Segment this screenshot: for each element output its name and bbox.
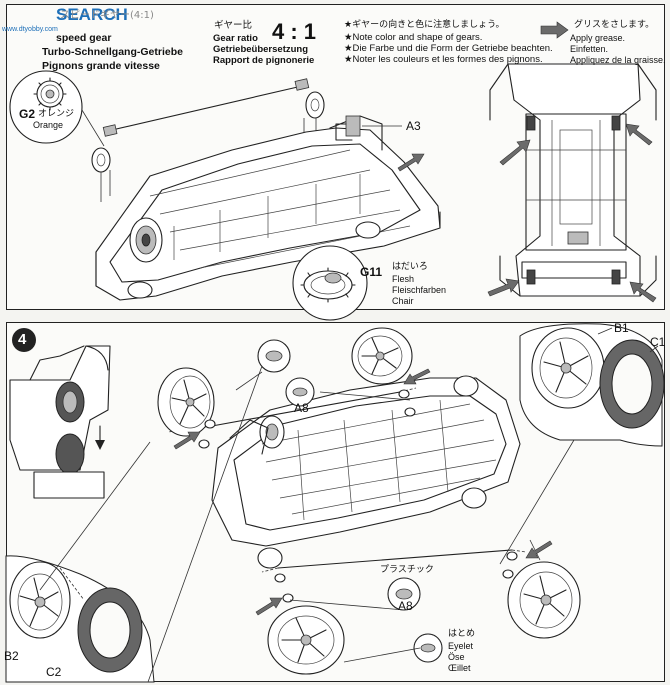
chassis-top-view <box>489 63 657 297</box>
note-de: ★Die Farbe und die Form der Getriebe bea… <box>344 43 553 54</box>
tire-c1-icon <box>599 339 665 429</box>
eyelet-fr: Œillet <box>448 663 471 673</box>
a8-top-label: A8 <box>294 401 309 415</box>
note-jp: ★ギヤーの向きと色に注意しましょう。 <box>344 20 505 30</box>
grease-arrow-icon <box>397 153 425 172</box>
gear-ratio-en: Gear ratio <box>213 33 258 44</box>
grease-arrow-icon <box>255 597 283 616</box>
hand-inset <box>9 345 111 499</box>
b1-label: B1 <box>614 321 629 335</box>
plastic-label: プラスチック <box>380 565 434 575</box>
eyelet-jp: はとめ <box>448 629 476 639</box>
eyelet-de: Öse <box>448 652 465 662</box>
gear-ratio-de: Getriebeübersetzung <box>213 44 309 55</box>
wheel-top-left-icon <box>157 367 215 437</box>
watermark-search: SEARCH <box>56 5 128 24</box>
note-fr: ★Noter les couleurs et les formes des pi… <box>344 54 543 65</box>
g11-en: Flesh <box>392 274 415 284</box>
step3-title-en: speed gear <box>56 32 112 44</box>
grease-arrow-icon <box>487 278 520 297</box>
step4-badge <box>12 328 36 352</box>
g11-fr: Chair <box>392 296 414 306</box>
wheel-bottom-right-icon <box>507 561 581 639</box>
step3-title-de: Turbo-Schnellgang-Getriebe <box>42 46 183 58</box>
g2-code: G2 <box>19 107 36 121</box>
chassis-step3 <box>95 115 441 301</box>
g2-en: Orange <box>33 120 64 130</box>
gear-ratio-fr: Rapport de pignonerie <box>213 55 315 66</box>
eyelet-en: Eyelet <box>448 641 474 651</box>
axle-assembly <box>91 78 325 173</box>
g2-gear-icon <box>33 77 67 111</box>
grease-arrow-icon <box>625 123 653 146</box>
c1-label: C1 <box>650 335 666 349</box>
gear-ratio-value: 4 : 1 <box>272 19 317 44</box>
grease-arrow-icon <box>499 139 531 166</box>
step4-number: 4 <box>18 331 27 348</box>
g11-gear-icon <box>300 267 356 303</box>
tire-c2-icon <box>77 587 143 673</box>
a8-bottom-label: A8 <box>398 599 413 613</box>
grease-en: Apply grease. <box>570 33 626 43</box>
step3-title-fr: Pignons grande vitesse <box>42 60 160 72</box>
g11-code: G11 <box>360 265 383 279</box>
g2-part-circle <box>9 70 83 144</box>
grease-arrow-icon <box>403 368 431 385</box>
grease-de: Einfetten. <box>570 44 609 54</box>
step3-title-jp: スピードギヤー(4:1) <box>60 10 154 21</box>
wheel-b2-icon <box>9 561 71 639</box>
chassis-step4 <box>211 375 521 569</box>
b2-label: B2 <box>4 649 19 663</box>
g11-jp: はだいろ <box>392 262 428 272</box>
g2-jp: オレンジ <box>38 109 75 119</box>
note-en: ★Note color and shape of gears. <box>344 32 483 43</box>
c2-label: C2 <box>46 665 62 679</box>
grease-arrow-icon <box>525 540 553 559</box>
grease-fr: Appliquez de la graisse. <box>570 55 666 65</box>
gear-ratio-jp: ギヤー比 <box>214 20 253 31</box>
g11-de: Fleischfarben <box>392 285 447 295</box>
wheel-bottom-left-icon <box>267 605 345 675</box>
grease-arrow-icon <box>540 21 569 39</box>
wheel-b1-icon <box>531 327 605 409</box>
grease-arrow-icon <box>629 281 657 303</box>
watermark-site: www.dtyobby.com <box>2 26 58 33</box>
a3-label: A3 <box>406 119 421 133</box>
grease-jp: グリスをさします。 <box>574 20 655 30</box>
a3-part-icon <box>335 115 361 141</box>
grease-arrow-icon <box>173 431 201 450</box>
wheel-top-right-icon <box>351 327 413 385</box>
